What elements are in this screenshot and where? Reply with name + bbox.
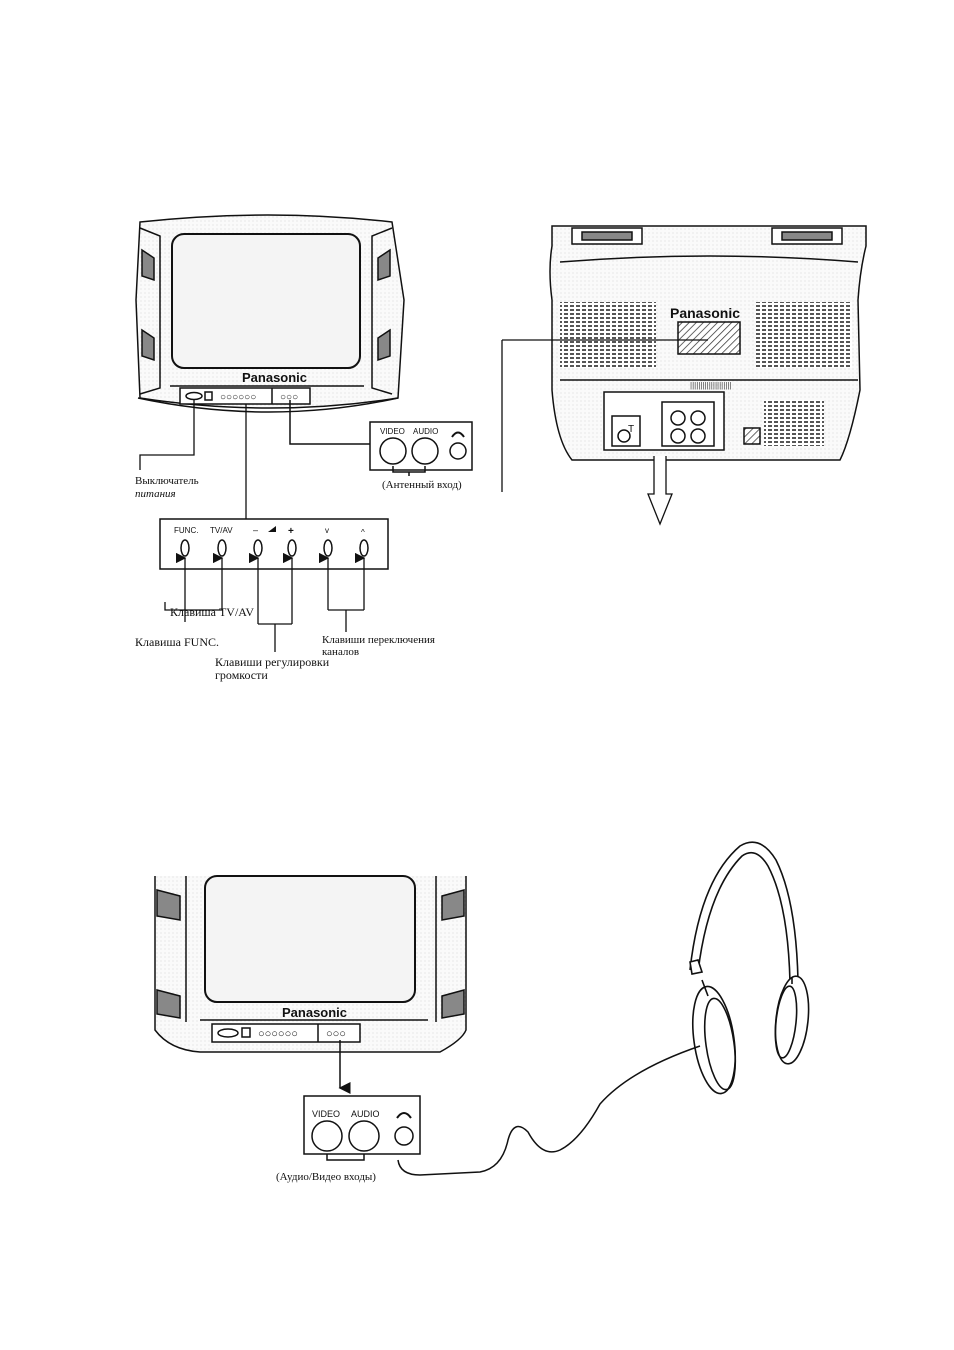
- rear-tv: |||||||||||||||||||| T: [550, 226, 866, 460]
- bottom-jack-audio-label: AUDIO: [351, 1109, 380, 1119]
- front-jack-panel: [290, 400, 472, 476]
- bottom-strip-buttons: ○○○○○○: [258, 1028, 298, 1040]
- power-switch-leader: [140, 400, 194, 470]
- rear-tv-brand: Panasonic: [670, 305, 740, 321]
- front-strip-jacks: ○○○: [280, 392, 298, 403]
- power-switch-label-1: Выключатель: [135, 475, 199, 487]
- key-vol-minus: –: [253, 525, 258, 535]
- key-ch-down: v: [325, 526, 329, 535]
- key-vol-plus: +: [288, 526, 294, 537]
- power-switch-label-2: питания: [135, 488, 176, 500]
- rear-grille-left: [560, 302, 656, 368]
- key-func-label: Клавиша FUNC.: [135, 635, 219, 649]
- key-tvav: TV/AV: [210, 526, 233, 535]
- bottom-tv-brand: Panasonic: [282, 1005, 347, 1020]
- rear-vent-block: [744, 428, 760, 444]
- svg-text:||||||||||||||||||||: ||||||||||||||||||||: [690, 381, 732, 390]
- front-tv-brand: Panasonic: [242, 370, 307, 385]
- key-tvav-label: Клавиша TV/AV: [170, 605, 254, 619]
- rear-label-plate: [678, 322, 740, 354]
- key-func: FUNC.: [174, 526, 198, 535]
- av-inputs-label: (Аудио/Видео входы): [276, 1171, 376, 1183]
- bottom-strip-jacks: ○○○: [326, 1028, 346, 1040]
- bottom-tv: [155, 876, 466, 1052]
- front-strip-buttons: ○○○○○○: [220, 392, 256, 403]
- headphones-cable: [398, 1046, 700, 1175]
- svg-text:T: T: [628, 424, 634, 435]
- front-jack-video-label: VIDEO: [380, 427, 405, 436]
- front-jack-audio-label: AUDIO: [413, 427, 438, 436]
- volume-keys-label-1: Клавиши регулировки: [215, 655, 330, 669]
- bottom-jack-video-label: VIDEO: [312, 1109, 340, 1119]
- channel-keys-label-1: Клавиши переключения: [322, 634, 435, 646]
- bottom-jack-panel: [304, 1096, 420, 1160]
- key-ch-up: ^: [361, 528, 365, 537]
- antenna-input-label: (Антенный вход): [382, 479, 462, 491]
- bottom-tv-screen: [205, 876, 415, 1002]
- front-tv-screen: [172, 234, 360, 368]
- headphones-icon: [687, 842, 813, 1096]
- rear-grille-right: [756, 302, 852, 368]
- volume-keys-label-2: громкости: [215, 668, 268, 682]
